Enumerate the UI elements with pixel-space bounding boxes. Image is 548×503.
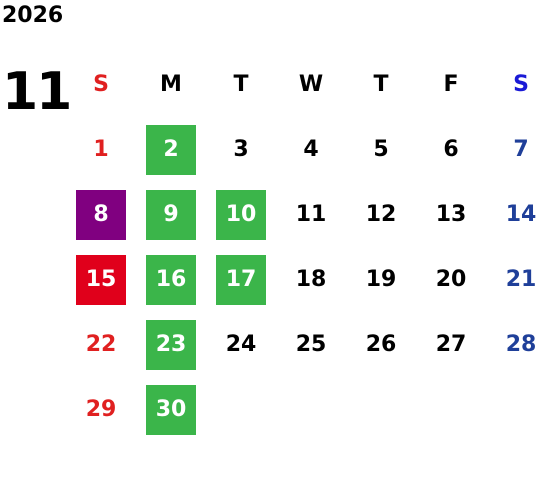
day-number: 24 (225, 332, 257, 357)
day-cell (416, 377, 486, 442)
day-cell[interactable]: 16 (136, 247, 206, 312)
day-cell (206, 377, 276, 442)
day-number: 20 (435, 267, 467, 292)
day-cell[interactable]: 23 (136, 312, 206, 377)
weekday-header: S (93, 72, 109, 97)
day-highlight: 15 (76, 254, 126, 305)
day-cell[interactable]: 14 (486, 182, 548, 247)
day-number: 28 (505, 332, 537, 357)
day-number: 22 (85, 332, 117, 357)
day-cell[interactable]: 28 (486, 312, 548, 377)
day-cell[interactable]: 22 (66, 312, 136, 377)
day-highlight: 17 (216, 254, 266, 305)
day-cell[interactable]: 17 (206, 247, 276, 312)
day-cell[interactable]: 25 (276, 312, 346, 377)
day-number: 27 (435, 332, 467, 357)
day-cell[interactable]: 1 (66, 117, 136, 182)
day-number: 25 (295, 332, 327, 357)
day-cell[interactable]: 15 (66, 247, 136, 312)
day-number: 18 (295, 267, 327, 292)
day-cell[interactable]: 9 (136, 182, 206, 247)
day-cell[interactable]: 19 (346, 247, 416, 312)
weekday-header: W (298, 72, 324, 97)
day-highlight: 10 (216, 189, 266, 240)
day-highlight: 2 (146, 124, 196, 175)
day-number: 29 (85, 397, 117, 422)
day-number: 11 (295, 202, 327, 227)
day-cell[interactable]: 21 (486, 247, 548, 312)
day-number: 3 (233, 137, 249, 162)
day-number: 26 (365, 332, 397, 357)
day-cell (486, 377, 548, 442)
day-cell[interactable]: 13 (416, 182, 486, 247)
day-highlight: 8 (76, 189, 126, 240)
day-number: 13 (435, 202, 467, 227)
day-number: 14 (505, 202, 537, 227)
day-cell[interactable]: 10 (206, 182, 276, 247)
weekday-header: S (513, 72, 529, 97)
day-number: 6 (443, 137, 459, 162)
day-cell[interactable]: 26 (346, 312, 416, 377)
day-number: 4 (303, 137, 319, 162)
day-highlight: 23 (146, 319, 196, 370)
day-highlight: 16 (146, 254, 196, 305)
weekday-header: F (443, 72, 459, 97)
day-cell[interactable]: 3 (206, 117, 276, 182)
day-cell (346, 377, 416, 442)
day-highlight: 9 (146, 189, 196, 240)
month-number: 11 (2, 62, 72, 122)
day-number: 21 (505, 267, 537, 292)
day-number: 7 (513, 137, 529, 162)
day-cell[interactable]: 27 (416, 312, 486, 377)
day-cell[interactable]: 30 (136, 377, 206, 442)
day-cell[interactable]: 5 (346, 117, 416, 182)
day-cell[interactable]: 20 (416, 247, 486, 312)
day-number: 19 (365, 267, 397, 292)
weekday-header: T (373, 72, 389, 97)
day-cell[interactable]: 24 (206, 312, 276, 377)
day-cell[interactable]: 6 (416, 117, 486, 182)
day-highlight: 30 (146, 384, 196, 435)
day-cell[interactable]: 8 (66, 182, 136, 247)
day-number: 12 (365, 202, 397, 227)
day-cell[interactable]: 2 (136, 117, 206, 182)
year-label: 2026 (2, 3, 64, 28)
day-cell[interactable]: 29 (66, 377, 136, 442)
day-number: 1 (93, 137, 109, 162)
day-cell[interactable]: 7 (486, 117, 548, 182)
weekday-header: T (233, 72, 249, 97)
day-cell[interactable]: 4 (276, 117, 346, 182)
day-cell[interactable]: 11 (276, 182, 346, 247)
day-number: 5 (373, 137, 389, 162)
weekday-header: M (160, 72, 182, 97)
day-cell[interactable]: 12 (346, 182, 416, 247)
day-cell (276, 377, 346, 442)
day-cell[interactable]: 18 (276, 247, 346, 312)
